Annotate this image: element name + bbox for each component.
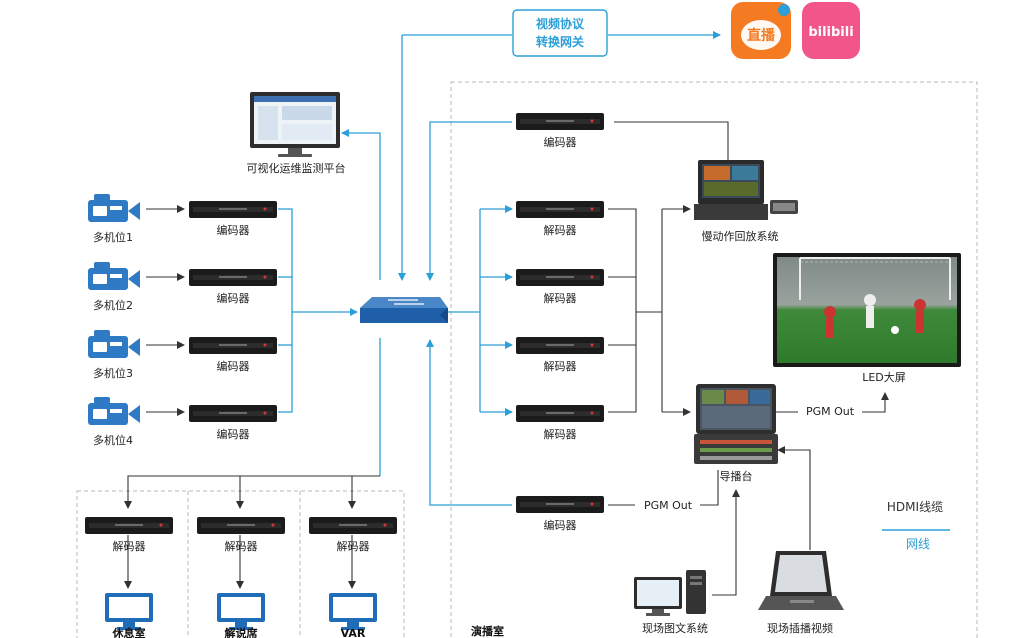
decoder-3-icon [516,337,604,354]
camera-encoder-3-label: 编码器 [217,359,250,373]
room-monitor-icon-2 [217,593,265,630]
bilibili-app-label: bilibili [808,25,853,40]
camera-encoder-1-label: 编码器 [217,223,250,237]
legend: HDMI线缆 网线 [882,500,950,551]
camera-label-1: 多机位1 [93,230,133,244]
decoder-4-icon [516,405,604,422]
graphics-pc-icon [634,570,706,616]
decoder-3-label: 解码器 [544,359,577,373]
network-lines [278,31,721,506]
room-decoder-2-icon [197,517,285,534]
network-switch-icon [360,297,448,323]
room-decoder-1-label: 解码器 [113,539,146,553]
top-encoder-icon [516,113,604,130]
bilibili-app-icon: bilibili [802,2,860,59]
pgm-encoder-icon [516,496,604,513]
camera-encoder-2-label: 编码器 [217,291,250,305]
pgm-encoder-label: 编码器 [544,518,577,532]
room-decoder-2-label: 解码器 [225,539,258,553]
room-decoder-1-icon [85,517,173,534]
pgm-out-encoder-label: PGM Out [644,499,693,512]
room-label-1: 休息室 [112,626,146,638]
gateway-line-1: 视频协议 [536,16,585,31]
insert-video-laptop-icon [758,551,844,610]
camera-label-4: 多机位4 [93,433,133,447]
graphics-system-label: 现场图文系统 [642,621,708,635]
room-label-2: 解说席 [225,626,258,638]
room-label-3: VAR [341,627,366,638]
room-decoder-3-label: 解码器 [337,539,370,553]
top-encoder-label: 编码器 [544,135,577,149]
camera-label-3: 多机位3 [93,366,133,380]
led-screen-icon [773,253,961,367]
director-label: 导播台 [720,469,753,483]
camera-encoder-4-label: 编码器 [217,427,250,441]
room-monitor-icon-3 [329,593,377,630]
legend-network-label: 网线 [906,537,930,551]
led-screen-label: LED大屏 [862,370,906,384]
room-decoder-3-icon [309,517,397,534]
director-console-icon [694,384,778,464]
camera-encoder-1-icon [189,201,277,218]
pgm-out-led-label: PGM Out [806,405,855,418]
zhibo-app-label: 直播 [747,27,776,44]
protocol-gateway: 视频协议 转换网关 [512,9,608,57]
camera-icon-1 [88,194,140,222]
camera-icon-4 [88,397,140,425]
decoder-2-icon [516,269,604,286]
decoder-1-icon [516,201,604,218]
camera-encoder-3-icon [189,337,277,354]
camera-icon-3 [88,330,140,358]
monitor-platform-icon [250,92,340,157]
slow-motion-laptop-icon [694,160,798,220]
camera-label-2: 多机位2 [93,298,133,312]
broadcast-room-zone [450,81,978,638]
insert-video-label: 现场插播视频 [767,621,833,635]
decoder-4-label: 解码器 [544,427,577,441]
monitor-platform-label: 可视化运维监测平台 [247,161,346,175]
decoder-1-label: 解码器 [544,223,577,237]
broadcast-room-label: 演播室 [471,624,504,638]
decoder-2-label: 解码器 [544,291,577,305]
zhibo-app-icon: 直播 [731,2,791,59]
gateway-line-2: 转换网关 [536,34,584,49]
slow-motion-label: 慢动作回放系统 [702,229,779,243]
camera-encoder-2-icon [189,269,277,286]
hdmi-lines [124,121,889,596]
room-monitor-icon-1 [105,593,153,630]
camera-encoder-4-icon [189,405,277,422]
camera-icon-2 [88,262,140,290]
legend-hdmi-label: HDMI线缆 [887,500,943,514]
